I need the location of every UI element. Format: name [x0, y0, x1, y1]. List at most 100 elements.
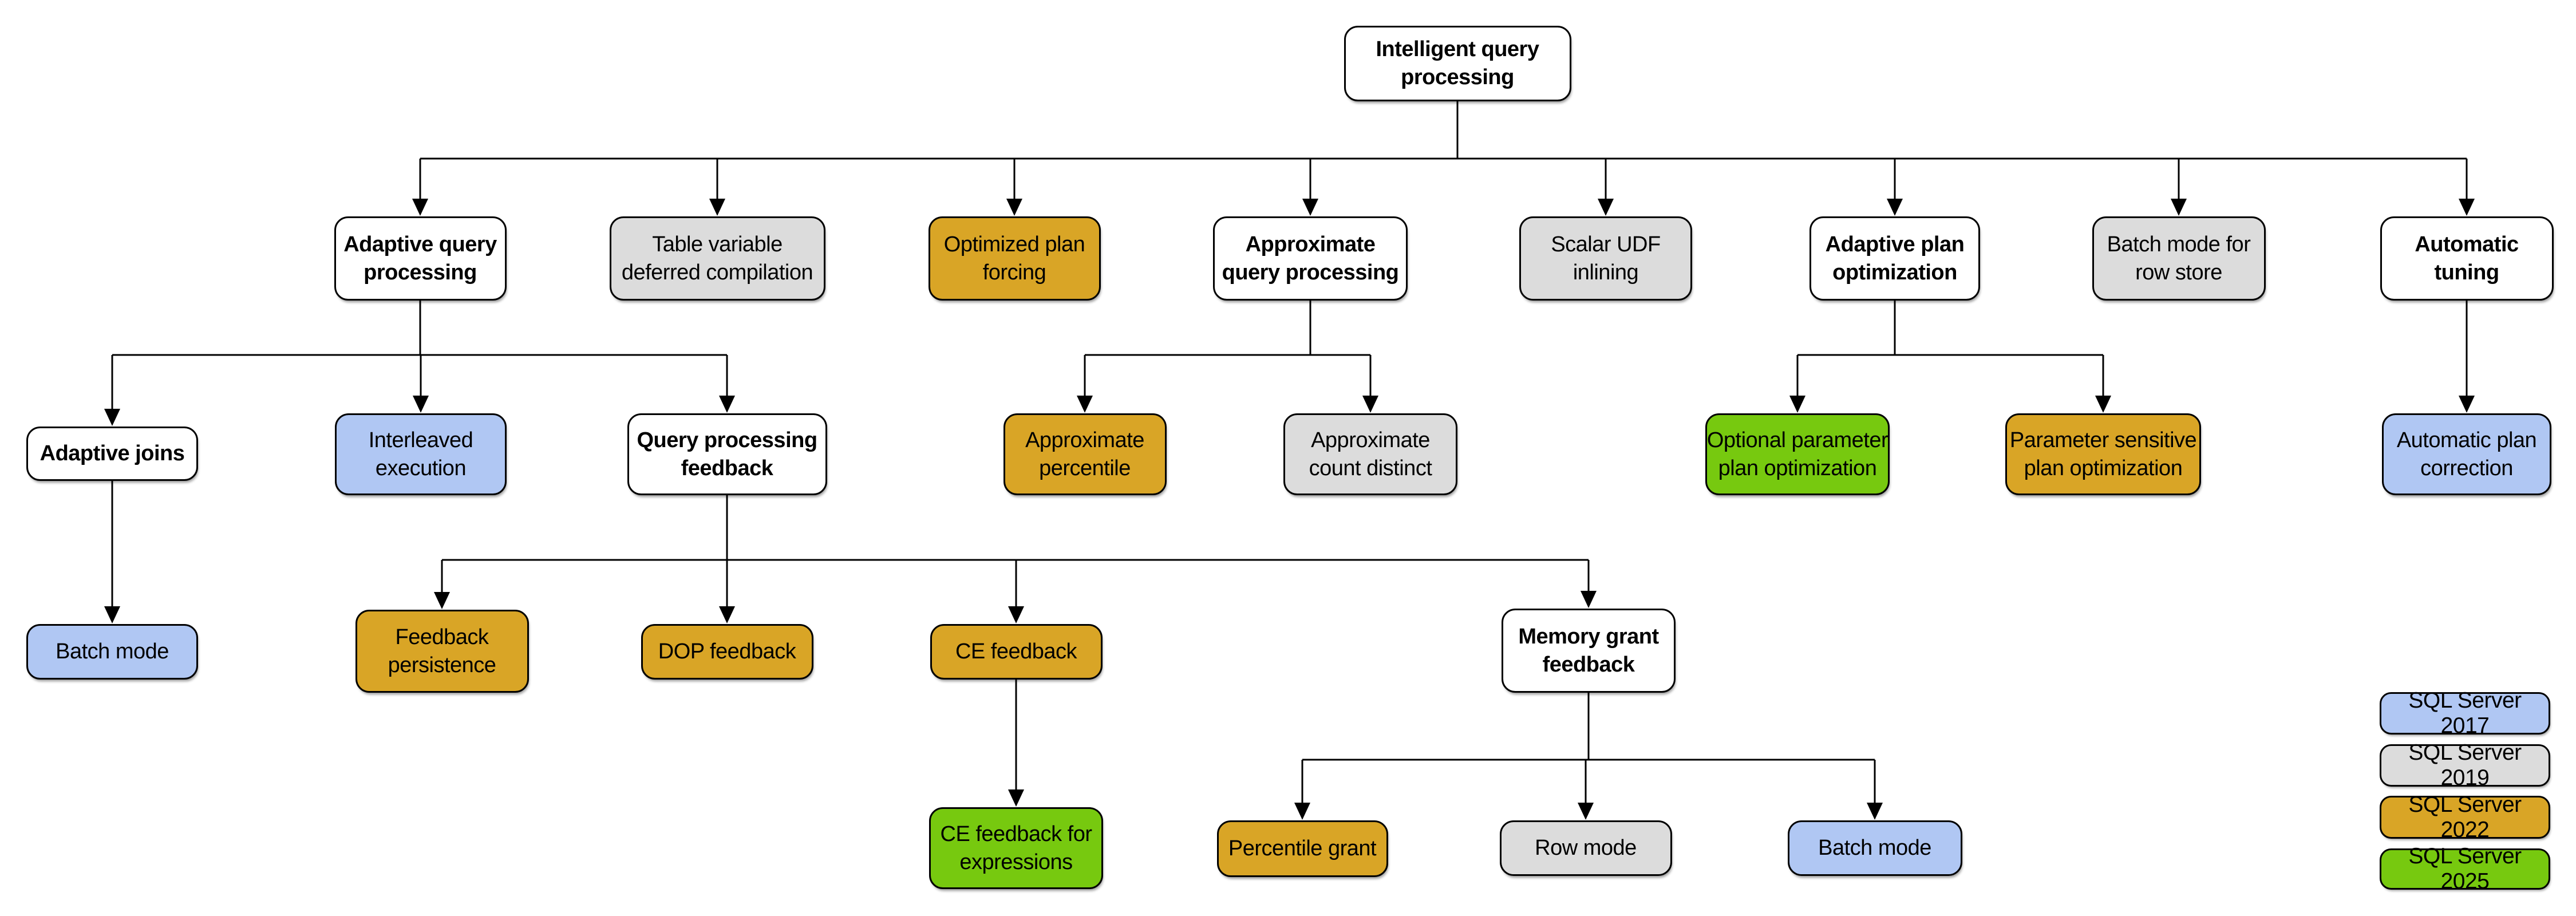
node-label-line: percentile — [1039, 456, 1131, 480]
node-label-line: plan optimization — [1718, 456, 1877, 480]
node-bm2: Batch mode — [1787, 820, 1962, 876]
arrowhead-icon — [2459, 396, 2475, 413]
node-rm: Row mode — [1499, 820, 1672, 876]
node-label-line: optimization — [1832, 260, 1957, 285]
node-aqp: Adaptive query processing — [334, 216, 507, 301]
node-label-line: Memory grant — [1518, 624, 1659, 649]
node-tvdc: Table variable deferred compilation — [609, 216, 825, 301]
node-oppo: Optional parameter plan optimization — [1705, 413, 1890, 495]
node-label-line: Intelligent query — [1376, 37, 1539, 61]
arrowhead-icon — [719, 396, 735, 413]
node-label-line: Approximate — [1025, 428, 1144, 452]
node-label-line: correction — [2420, 456, 2513, 480]
node-cef: CE feedback — [930, 624, 1103, 680]
node-label-line: count distinct — [1309, 456, 1432, 480]
node-label-line: Optimized plan — [943, 232, 1085, 256]
legend-item-sql-server-2022: SQL Server 2022 — [2380, 792, 2550, 842]
node-label-line: plan optimization — [2024, 456, 2183, 480]
arrowhead-icon — [2459, 199, 2475, 216]
arrowhead-icon — [1789, 396, 1805, 413]
arrowhead-icon — [1008, 789, 1024, 807]
node-acd: Approximate count distinct — [1283, 413, 1457, 495]
node-apc: Automatic plan correction — [2382, 413, 2551, 495]
arrowhead-icon — [2095, 396, 2111, 413]
node-label-line: inlining — [1573, 260, 1639, 285]
node-label-line: Approximate — [1311, 428, 1430, 452]
arrowhead-icon — [1077, 396, 1093, 413]
arrowhead-icon — [1578, 803, 1594, 820]
node-label-line: Approximate — [1245, 232, 1376, 256]
node-bm1: Batch mode — [26, 624, 198, 680]
arrowhead-icon — [1294, 803, 1310, 820]
node-apct: Approximate percentile — [1003, 413, 1167, 495]
arrowhead-icon — [2171, 199, 2187, 216]
node-label-line: Automatic — [2415, 232, 2519, 256]
node-at: Automatic tuning — [2380, 216, 2554, 301]
node-label-line: Scalar UDF — [1551, 232, 1661, 256]
node-pg: Percentile grant — [1216, 820, 1388, 877]
node-label-line: Row mode — [1535, 836, 1637, 860]
node-cefe: CE feedback for expressions — [929, 807, 1103, 889]
node-label-line: Batch mode — [56, 639, 169, 664]
node-label-line: Interleaved — [368, 428, 473, 452]
arrowhead-icon — [434, 592, 450, 609]
node-label-line: Adaptive query — [343, 232, 497, 256]
node-label-line: Batch mode for — [2107, 232, 2251, 256]
arrowhead-icon — [1006, 199, 1022, 216]
node-label-line: Percentile grant — [1228, 836, 1377, 860]
node-label-line: feedback — [681, 456, 773, 480]
arrowhead-icon — [412, 199, 428, 216]
node-label-line: Automatic plan — [2396, 428, 2537, 452]
node-label-line: feedback — [1542, 652, 1635, 677]
node-label-line: forcing — [982, 260, 1046, 285]
arrowhead-icon — [1581, 591, 1597, 608]
node-sudf: Scalar UDF inlining — [1519, 216, 1692, 301]
arrowhead-icon — [1362, 396, 1378, 413]
arrowhead-icon — [104, 409, 120, 426]
node-label-line: Feedback — [395, 625, 489, 649]
node-label-line: tuning — [2434, 260, 2499, 285]
arrowhead-icon — [709, 199, 725, 216]
arrowhead-icon — [413, 396, 429, 413]
edge-path — [111, 101, 2468, 807]
node-label-line: row store — [2135, 260, 2222, 285]
legend-label: SQL Server 2017 — [2408, 688, 2522, 738]
node-label-line: Batch mode — [1818, 836, 1931, 860]
legend-item-sql-server-2019: SQL Server 2019 — [2380, 740, 2550, 790]
arrowhead-icon — [1867, 803, 1883, 820]
node-dop: DOP feedback — [641, 624, 813, 680]
node-label-line: CE feedback — [955, 639, 1077, 664]
node-label-line: Table variable — [652, 232, 783, 256]
node-label-line: Query processing — [637, 428, 817, 452]
legend-label: SQL Server 2019 — [2408, 740, 2522, 790]
node-opf: Optimized plan forcing — [928, 216, 1101, 301]
node-label-line: deferred compilation — [621, 260, 813, 285]
node-label-line: DOP feedback — [658, 639, 796, 664]
legend-item-sql-server-2025: SQL Server 2025 — [2380, 844, 2550, 894]
node-label-line: Parameter sensitive — [2009, 428, 2197, 452]
node-label-line: Adaptive plan — [1825, 232, 1965, 256]
node-pspo: Parameter sensitive plan optimization — [2005, 413, 2201, 495]
node-label-line: execution — [375, 456, 467, 480]
node-label-line: CE feedback for — [940, 822, 1092, 846]
node-label-line: processing — [1401, 65, 1514, 89]
node-ie: Interleaved execution — [335, 413, 507, 495]
arrowhead-icon — [1598, 199, 1614, 216]
arrowhead-icon — [719, 606, 735, 623]
node-label-line: expressions — [959, 850, 1073, 874]
arrowhead-icon — [104, 606, 120, 623]
node-label-line: Optional parameter — [1706, 428, 1888, 452]
node-root: Intelligent query processing — [1344, 26, 1571, 101]
legend-label: SQL Server 2022 — [2408, 792, 2522, 842]
arrowhead-icon — [1008, 606, 1024, 623]
node-bmrs: Batch mode for row store — [2092, 216, 2266, 301]
node-label-line: processing — [364, 260, 477, 285]
node-label-line: Adaptive joins — [39, 441, 185, 465]
arrowhead-icon — [1887, 199, 1903, 216]
node-apo: Adaptive plan optimization — [1809, 216, 1980, 301]
node-aj: Adaptive joins — [26, 427, 198, 481]
